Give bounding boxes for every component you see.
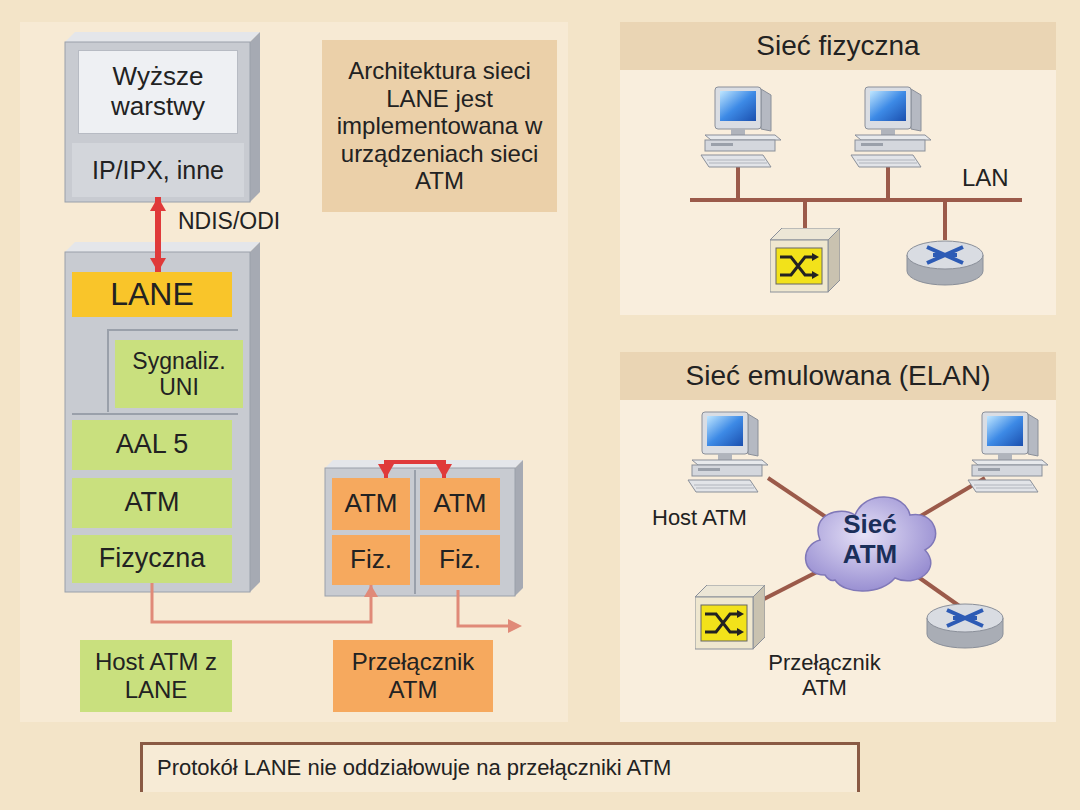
legend-box: Przełącznik ATM — [333, 640, 493, 712]
panel-heading: Sieć emulowana (ELAN) — [620, 352, 1056, 400]
atm-layer: ATM — [420, 478, 500, 530]
note-box: Architektura sieci LANE jest implementow… — [322, 40, 557, 212]
network-label: LAN — [962, 164, 1009, 192]
legend-box: Host ATM z LANE — [80, 640, 232, 712]
atm-layer: ATM — [72, 478, 232, 528]
node-text: AAL 5 — [116, 429, 189, 460]
node-text: Przełącznik ATM — [343, 648, 483, 703]
signalling-layer: Sygnaliz. UNI — [115, 340, 243, 408]
node-text: Architektura sieci LANE jest implementow… — [332, 57, 547, 195]
caption-box: Protokół LANE nie oddziałowuje na przełą… — [140, 742, 860, 792]
router-icon — [907, 241, 983, 285]
router-icon — [927, 604, 1003, 648]
switch-slab — [325, 460, 523, 596]
cable-arrowhead — [508, 619, 522, 633]
physical-layer: Fiz. — [332, 535, 410, 585]
connector-arrow — [152, 583, 371, 622]
node-text: Wyższe warstwy — [88, 62, 228, 122]
node-text: ATM — [345, 489, 398, 519]
protocol-box: IP/IPX, inne — [72, 143, 244, 197]
host-lower-slab — [65, 242, 260, 592]
atm-links — [752, 478, 985, 610]
node-text: ATM — [125, 487, 180, 518]
node-text: Sygnaliz. UNI — [125, 348, 233, 401]
physical-layer: Fizyczna — [72, 535, 232, 583]
pc-icon — [968, 412, 1048, 492]
panel-heading: Sieć fizyczna — [620, 22, 1056, 70]
node-text: Sieć ATM — [830, 510, 910, 570]
connector-arrow — [155, 197, 161, 272]
lane-layer: LANE — [72, 272, 232, 317]
emulated-panel-ground — [620, 352, 1056, 722]
atm-layer: ATM — [332, 478, 410, 530]
device-label: Przełącznik ATM — [762, 650, 887, 701]
pc-icon — [701, 87, 781, 167]
node-text: Fizyczna — [99, 543, 206, 574]
edge-label: NDIS/ODI — [178, 208, 280, 234]
atm-cloud: Sieć ATM — [795, 480, 945, 600]
pc-icon — [688, 412, 768, 492]
switch-icon — [770, 228, 840, 292]
node-text: Fiz. — [439, 545, 481, 575]
physical-panel-ground — [620, 22, 1056, 315]
node-text: ATM — [434, 489, 487, 519]
switch-icon — [695, 585, 765, 649]
aal5-layer: AAL 5 — [72, 420, 232, 470]
pc-icon — [851, 87, 931, 167]
node-text: IP/IPX, inne — [92, 156, 224, 185]
node-text: LANE — [110, 276, 194, 313]
device-label: Host ATM — [652, 505, 747, 530]
physical-layer: Fiz. — [420, 535, 500, 585]
outgoing-cable — [458, 590, 512, 626]
layer-box: Wyższe warstwy — [78, 50, 238, 134]
host-upper-slab — [65, 32, 260, 202]
node-text: Host ATM z LANE — [90, 648, 222, 703]
connector-arrow — [386, 462, 444, 478]
left-panel — [20, 22, 568, 722]
node-text: Fiz. — [350, 545, 392, 575]
